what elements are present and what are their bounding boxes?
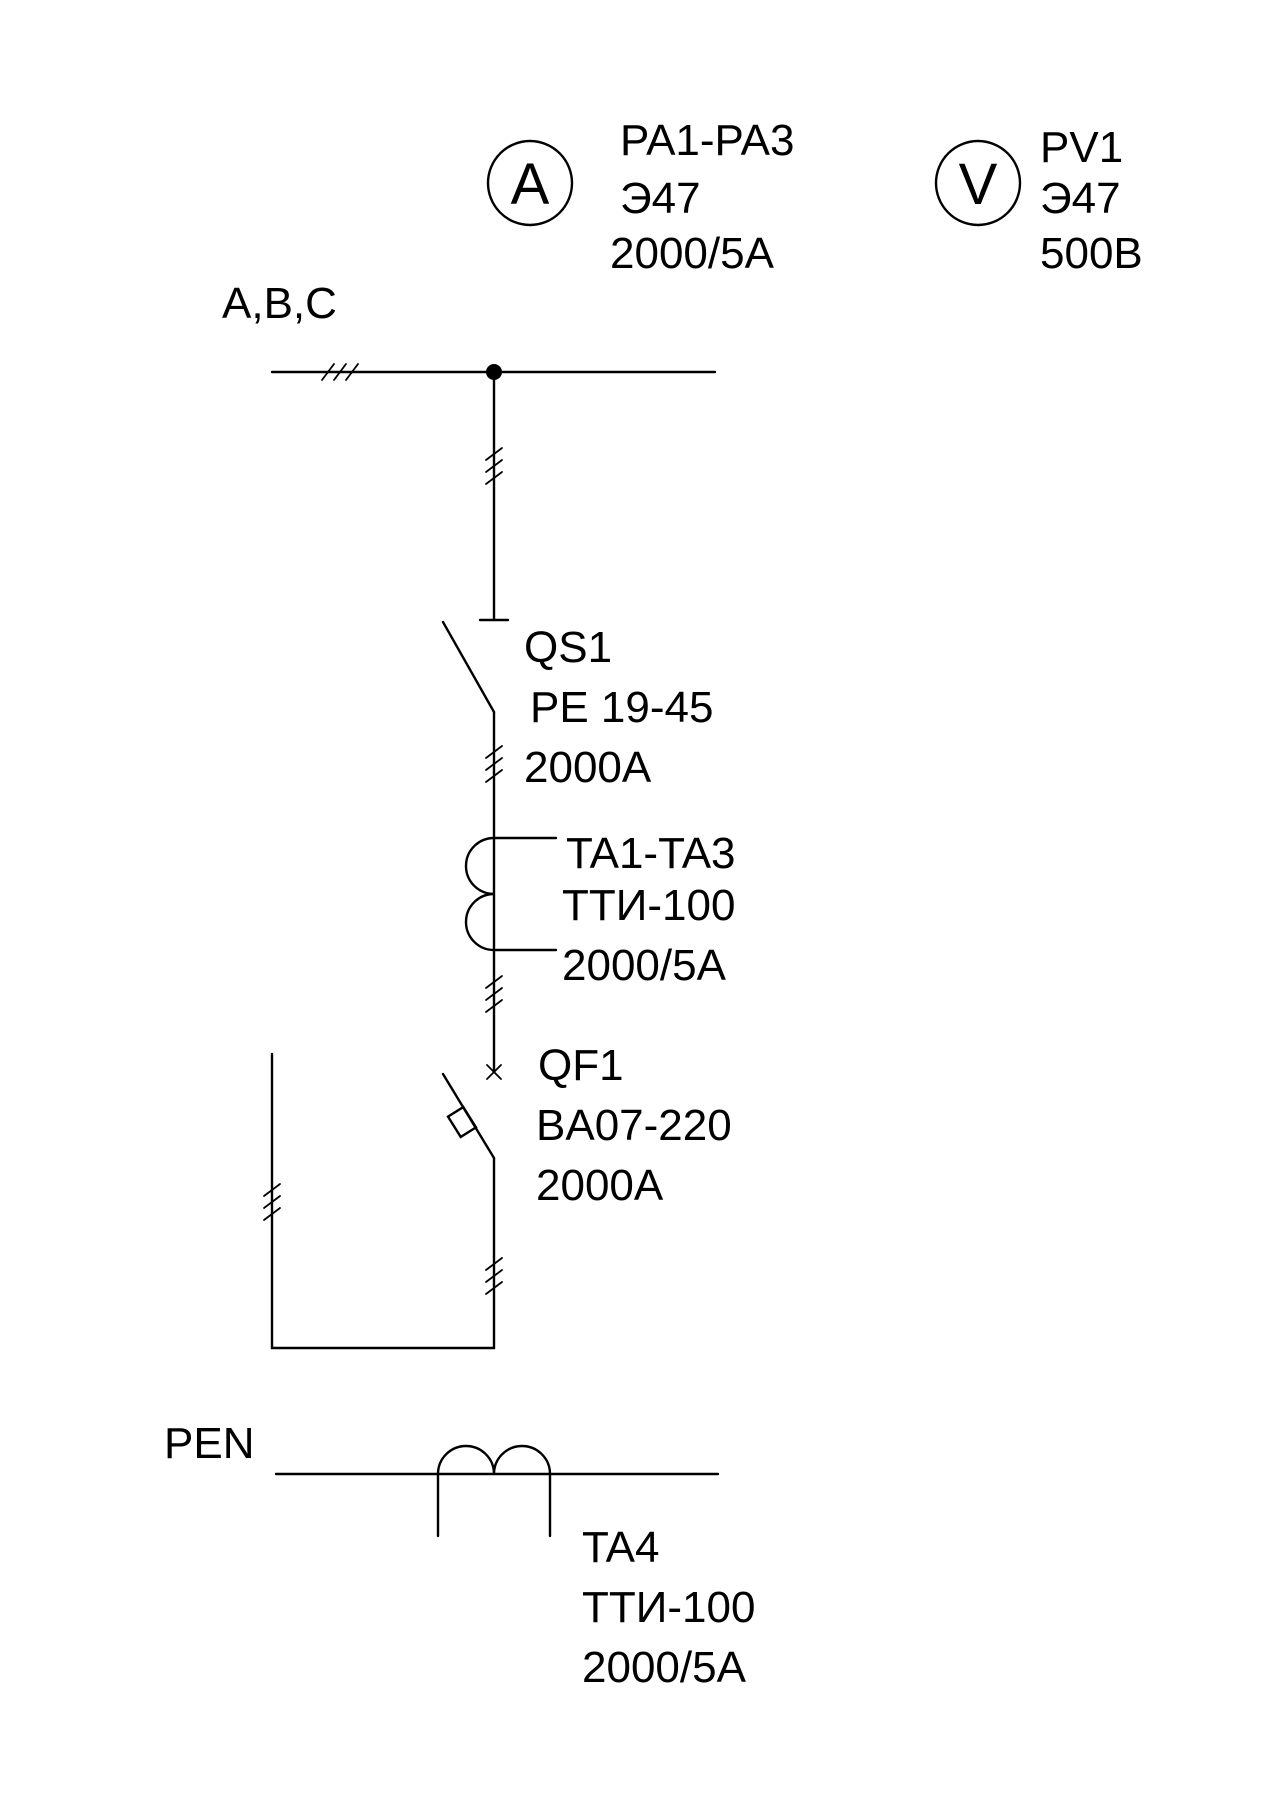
ct-type: ТТИ-100	[562, 881, 735, 930]
pen-label: PEN	[164, 1419, 254, 1468]
breaker-trip-box	[446, 1105, 478, 1139]
outgoing-left-ticks	[263, 1183, 281, 1221]
feeder-middle-ticks-2	[485, 975, 503, 1013]
switch-rating: 2000A	[524, 743, 652, 792]
ammeter-symbol: A	[511, 152, 550, 217]
outgoing-right-ticks	[485, 1257, 503, 1295]
circuit-breaker-qf1: QF1 BA07-220 2000A	[441, 1041, 732, 1210]
feeder-middle-ticks-1	[485, 745, 503, 783]
ammeter-rating: 2000/5A	[610, 229, 775, 278]
current-transformer-ta4: TA4 ТТИ-100 2000/5A	[436, 1444, 755, 1692]
ta4-winding	[436, 1444, 552, 1476]
voltmeter-symbol: V	[959, 152, 998, 217]
ammeter: A PA1-PA3 Э47 2000/5A	[486, 116, 794, 278]
ta4-rating: 2000/5A	[582, 1643, 747, 1692]
disconnector-qs1: QS1 PE 19-45 2000A	[441, 620, 713, 792]
current-transformer-ta1-ta3: TA1-TA3 ТТИ-100 2000/5A	[464, 829, 736, 990]
feeder-upper-ticks	[485, 447, 503, 485]
ct-designation: TA1-TA3	[566, 829, 736, 878]
voltmeter-designation: PV1	[1040, 123, 1123, 172]
ammeter-type: Э47	[620, 174, 701, 223]
switch-type: PE 19-45	[530, 683, 713, 732]
switch-designation: QS1	[524, 623, 612, 672]
bus-three-phase-ticks	[321, 363, 359, 381]
ta4-type: ТТИ-100	[582, 1583, 755, 1632]
busbar: A,B,C	[222, 279, 717, 381]
breaker-designation: QF1	[538, 1041, 624, 1090]
switch-blade	[441, 620, 496, 714]
ammeter-circle	[486, 139, 574, 227]
breaker-type: BA07-220	[536, 1101, 732, 1150]
voltmeter-type: Э47	[1040, 174, 1121, 223]
ammeter-designation: PA1-PA3	[620, 116, 794, 165]
ct-winding	[464, 836, 496, 952]
breaker-rating: 2000A	[536, 1161, 664, 1210]
ct-rating: 2000/5A	[562, 941, 727, 990]
ta4-designation: TA4	[582, 1523, 659, 1572]
pen-conductor: PEN	[164, 1419, 720, 1476]
voltmeter-rating: 500B	[1040, 229, 1143, 278]
voltmeter-circle	[934, 139, 1022, 227]
voltmeter: V PV1 Э47 500B	[934, 123, 1143, 278]
outgoing-loop-wire	[270, 1052, 496, 1350]
breaker-cross-mark	[486, 1064, 502, 1080]
bus-label: A,B,C	[222, 279, 337, 328]
